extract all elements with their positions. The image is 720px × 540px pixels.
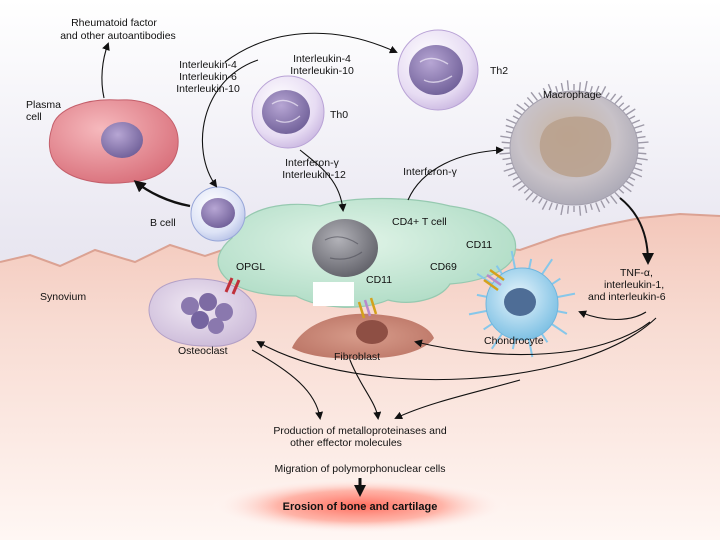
label-synovium: Synovium	[40, 291, 86, 303]
opgl-receptor	[224, 277, 241, 295]
label-plasma: Plasma	[26, 99, 61, 111]
label-il6-left: Interleukin-6	[179, 71, 237, 83]
arrow-plasma-to-antibodies	[101, 42, 110, 99]
arrow-cd4-to-macrophage	[407, 146, 504, 201]
th2-cell	[397, 29, 479, 111]
label-th0: Th0	[330, 109, 348, 121]
fibroblast-cell	[292, 313, 434, 359]
label-cd11-chondrocyte: CD11	[466, 239, 492, 251]
label-chondrocyte: Chondrocyte	[484, 335, 544, 347]
arrow-fibroblast-to-production	[349, 359, 382, 420]
label-interleukin-12: Interleukin-12	[282, 169, 346, 181]
label-production: Production of metalloproteinases and	[273, 425, 447, 437]
cd4-t-cell-nucleus	[312, 219, 378, 277]
arrow-th2-to-bcell	[201, 59, 259, 188]
label-b-cell: B cell	[150, 217, 176, 229]
label-interferon-gamma-left: Interferon-γ	[285, 157, 339, 169]
label-migration: Migration of polymorphonuclear cells	[275, 463, 446, 475]
label-interferon-gamma-right: Interferon-γ	[403, 166, 457, 178]
label-rheumatoid-factor: Rheumatoid factor	[71, 17, 157, 29]
label-th2: Th2	[490, 65, 508, 77]
label-cd69: CD69	[430, 261, 457, 273]
label-macrophage: Macrophage	[543, 89, 602, 101]
label-il10-left: Interleukin-10	[176, 83, 240, 95]
arrow-tnf-to-chondrocyte	[578, 310, 647, 320]
macrophage-cell	[499, 80, 649, 216]
arrow-macrophage-to-tnf	[619, 197, 654, 265]
label-erosion: Erosion of bone and cartilage	[283, 501, 438, 513]
b-cell	[190, 186, 246, 242]
arrow-th0-to-th2	[224, 32, 398, 63]
label-fibroblast: Fibroblast	[334, 351, 380, 363]
label-mask	[313, 282, 354, 306]
arrow-bcell-to-plasma	[133, 180, 191, 208]
chondrocyte-cell	[468, 250, 576, 358]
label-interleukin-1: interleukin-1,	[604, 279, 664, 291]
label-autoantibodies: and other autoantibodies	[60, 30, 176, 42]
arrow-tnf-to-fibroblast	[414, 321, 651, 356]
label-cd4-t-cell: CD4+ T cell	[392, 216, 447, 228]
erosion-glow	[210, 478, 510, 534]
arrows	[101, 32, 657, 497]
label-il4-left: Interleukin-4	[179, 59, 237, 71]
osteoclast-cell	[148, 278, 257, 347]
label-plasma-cell: cell	[26, 111, 42, 123]
cd69-cd11-chondrocyte-receptor	[483, 268, 505, 292]
plasma-cell	[48, 99, 179, 184]
th0-cell	[251, 75, 325, 149]
label-tnf-alpha: TNF-α,	[620, 267, 653, 279]
cd11-fibroblast-receptor	[357, 297, 378, 319]
arrow-osteoclast-to-production	[251, 349, 324, 420]
label-interleukin-6: and interleukin-6	[588, 291, 666, 303]
label-effector-molecules: other effector molecules	[290, 437, 402, 449]
label-opgl: OPGL	[236, 261, 265, 273]
label-il10-top: Interleukin-10	[290, 65, 354, 77]
label-osteoclast: Osteoclast	[178, 345, 228, 357]
label-il4-top: Interleukin-4	[293, 53, 351, 65]
arrow-th0-to-cd4	[299, 149, 347, 212]
arrow-tnf-to-osteoclast	[256, 317, 657, 381]
label-cd11-fibroblast: CD11	[366, 274, 392, 286]
arrow-chondrocyte-to-production	[394, 379, 521, 420]
